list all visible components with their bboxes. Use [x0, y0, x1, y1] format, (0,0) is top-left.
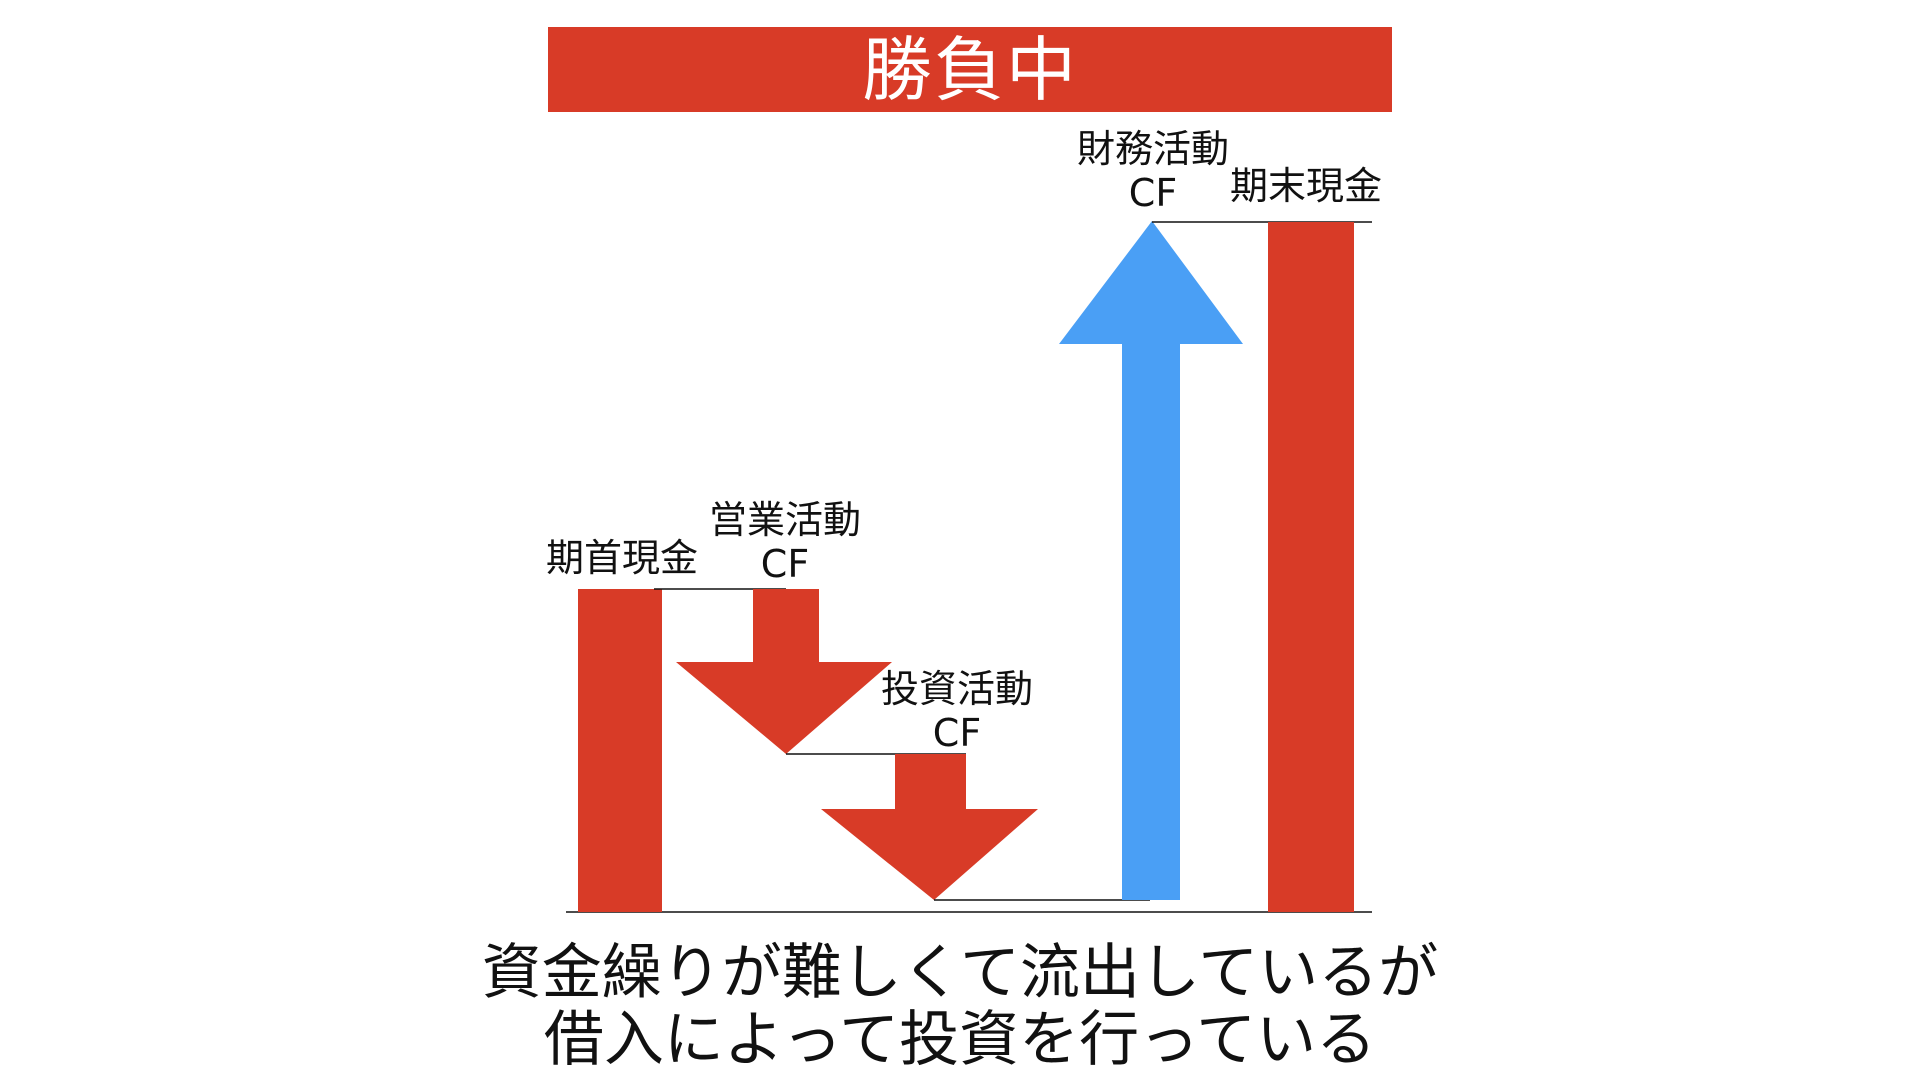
operating-cf-label-line2: CF: [760, 542, 810, 586]
operating-cf-label: 営業活動 CF: [690, 498, 880, 586]
financing-cf-label: 財務活動 CF: [1058, 127, 1248, 215]
title-banner: 勝負中: [548, 27, 1392, 112]
caption-line2: 借入によって投資を行っている: [543, 1005, 1377, 1075]
beginning-cash-bar: [578, 589, 662, 912]
title-banner-background: [548, 27, 1392, 112]
investing-cf-label-line2: CF: [932, 711, 982, 755]
financing-cf-up-arrow: [1059, 221, 1243, 900]
beginning-cash-label-text: 期首現金: [545, 536, 698, 580]
ending-cash-label-text: 期末現金: [1229, 164, 1382, 208]
investing-cf-label: 投資活動 CF: [862, 667, 1052, 755]
caption-line1: 資金繰りが難しくて流出しているが: [481, 938, 1439, 1008]
caption: 資金繰りが難しくて流出しているが 借入によって投資を行っている: [360, 940, 1560, 1074]
financing-cf-label-line1: 財務活動: [1076, 127, 1229, 171]
operating-cf-down-arrow: [676, 589, 892, 754]
investing-cf-down-arrow: [821, 754, 1038, 900]
beginning-cash-label: 期首現金: [538, 536, 706, 580]
title-text: 勝負中: [862, 28, 1078, 111]
ending-cash-label: 期末現金: [1222, 164, 1390, 208]
investing-cf-label-line1: 投資活動: [880, 667, 1033, 711]
ending-cash-bar: [1268, 222, 1354, 912]
operating-cf-label-line1: 営業活動: [708, 498, 861, 542]
financing-cf-label-line2: CF: [1128, 171, 1178, 215]
